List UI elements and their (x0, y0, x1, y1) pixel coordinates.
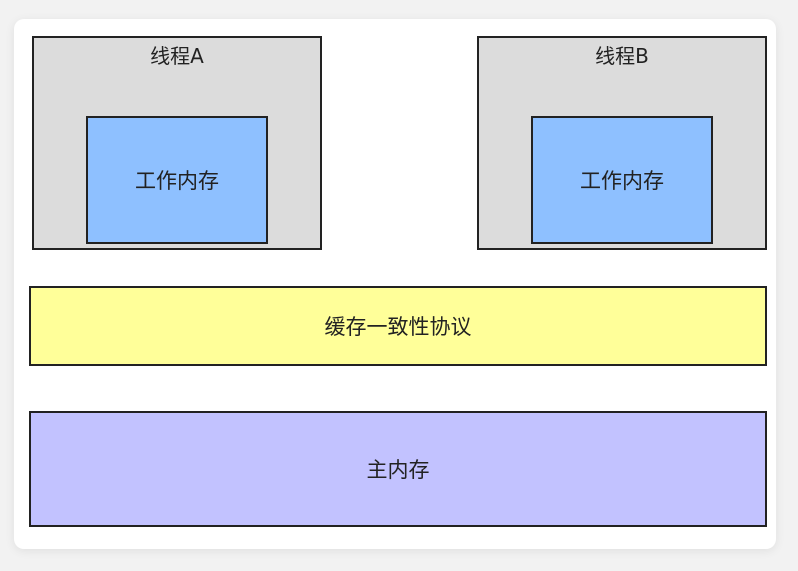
thread-b-work-memory-label: 工作内存 (580, 169, 664, 193)
thread-a-box: 线程A 工作内存 (32, 36, 322, 250)
main-memory-label: 主内存 (366, 458, 430, 482)
thread-b-work-memory: 工作内存 (531, 116, 713, 244)
cache-coherence-protocol-label: 缓存一致性协议 (324, 315, 472, 339)
thread-b-label: 线程B (595, 44, 649, 68)
cache-coherence-protocol-bar: 缓存一致性协议 (29, 286, 767, 366)
thread-a-work-memory-label: 工作内存 (135, 169, 219, 193)
thread-b-box: 线程B 工作内存 (477, 36, 767, 250)
thread-a-label: 线程A (150, 44, 204, 68)
main-memory-bar: 主内存 (29, 411, 767, 527)
thread-a-work-memory: 工作内存 (86, 116, 268, 244)
